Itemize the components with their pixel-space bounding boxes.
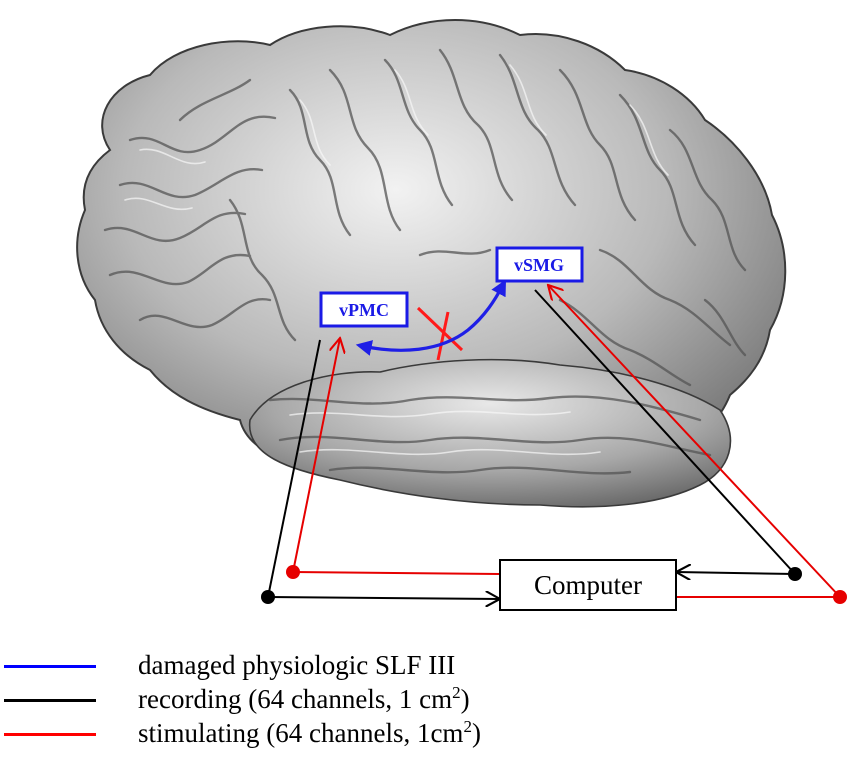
legend-swatch-black	[4, 699, 96, 702]
legend-label: damaged physiologic SLF III	[138, 650, 456, 680]
vsmg-label: vSMG	[514, 255, 564, 275]
brain-cortex	[76, 19, 787, 508]
legend-swatch-blue	[4, 665, 96, 668]
legend-unit-exponent: 2	[463, 717, 472, 736]
legend-label: recording (64 channels, 1	[138, 684, 420, 714]
vpmc-label: vPMC	[339, 300, 389, 320]
legend-text: recording (64 channels, 1 cm2)	[138, 682, 470, 716]
recording-electrode-left	[261, 590, 275, 604]
vsmg-label-box: vSMG	[495, 246, 584, 283]
legend-label: stimulating (64 channels, 1	[138, 718, 431, 748]
legend-item-damaged-slf: damaged physiologic SLF III	[0, 648, 850, 682]
recording-electrode-right	[788, 567, 802, 581]
stimulating-wiring	[292, 285, 841, 598]
legend-item-stimulating: stimulating (64 channels, 1cm2)	[0, 716, 850, 750]
computer-label: Computer	[534, 570, 642, 600]
brain-diagram: Computer vPMC vSMG	[76, 19, 847, 611]
legend-unit-exponent: 2	[452, 683, 461, 702]
stimulating-electrode-right	[833, 590, 847, 604]
legend-swatch-red	[4, 733, 96, 736]
recording-wiring	[267, 289, 796, 599]
computer-box: Computer	[499, 559, 677, 611]
legend-item-recording: recording (64 channels, 1 cm2)	[0, 682, 850, 716]
stimulating-electrode-left	[286, 565, 300, 579]
legend-suffix: )	[460, 684, 470, 714]
legend-suffix: )	[471, 718, 481, 748]
legend-unit: cm	[419, 684, 453, 714]
legend-text: damaged physiologic SLF III	[138, 648, 455, 682]
vpmc-label-box: vPMC	[319, 291, 409, 328]
legend-unit: cm	[430, 718, 464, 748]
slf-iii-tract	[355, 279, 507, 356]
legend-text: stimulating (64 channels, 1cm2)	[138, 716, 481, 750]
